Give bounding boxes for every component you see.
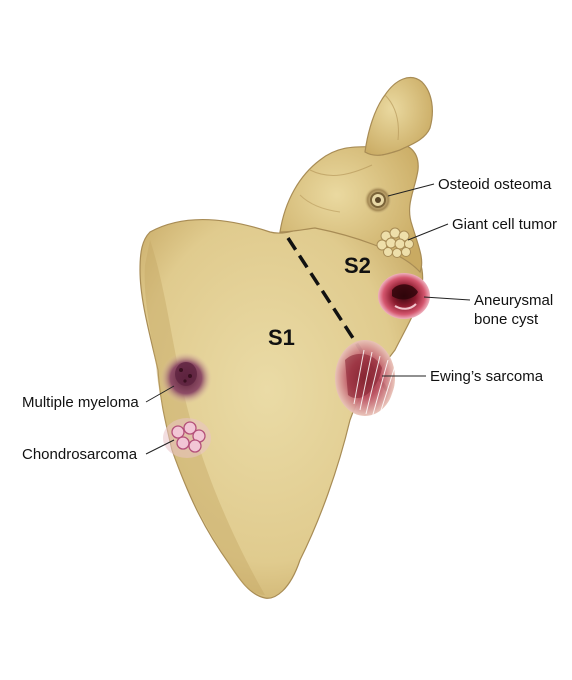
label-ewings-sarcoma: Ewing’s sarcoma (430, 368, 544, 385)
zone-label-s1: S1 (268, 325, 295, 350)
label-chondrosarcoma: Chondrosarcoma (22, 446, 138, 463)
osteoid-leader (387, 183, 435, 197)
label-osteoid-osteoma: Osteoid osteoma (438, 176, 552, 193)
zone-label-s2: S2 (344, 253, 371, 278)
myeloma-leader (145, 385, 175, 403)
chondrosarcoma-lesion (163, 418, 211, 458)
osteoid-osteoma-lesion (364, 186, 392, 214)
acromion-process (364, 77, 433, 156)
label-giant-cell-tumor: Giant cell tumor (452, 216, 558, 233)
abc-leader (423, 296, 471, 301)
ewings-sarcoma-lesion (335, 340, 401, 421)
giant-cell-tumor-lesion (376, 227, 414, 258)
aneurysmal-bone-cyst-lesion (378, 273, 430, 319)
label-bone-cyst: bone cyst (474, 311, 539, 328)
chondro-leader (145, 439, 175, 455)
label-multiple-myeloma: Multiple myeloma (22, 394, 139, 411)
gct-leader (407, 223, 449, 241)
blade-shading (144, 240, 265, 595)
label-aneurysmal: Aneurysmal (474, 292, 554, 309)
multiple-myeloma-lesion (160, 352, 212, 404)
